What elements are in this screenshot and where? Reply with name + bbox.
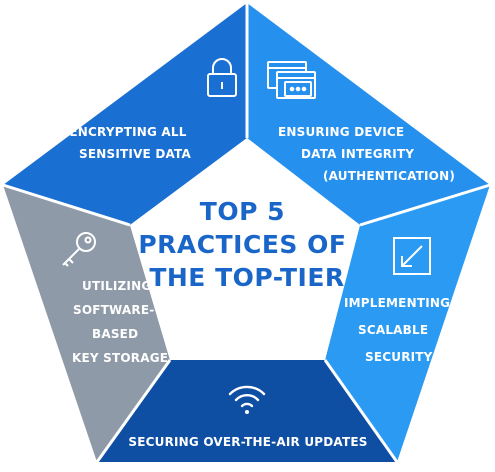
center-title: TOP 5 PRACTICES OF THE TOP-TIER bbox=[138, 197, 355, 292]
label-encrypting: ENCRYPTING ALL SENSITIVE DATA bbox=[69, 125, 191, 161]
center-pentagon bbox=[130, 138, 360, 360]
browser-windows-icon bbox=[267, 61, 316, 99]
label-implementing: IMPLEMENTING SCALABLE SECURITY bbox=[344, 296, 455, 364]
padlock-icon bbox=[207, 58, 237, 97]
wifi-icon bbox=[228, 385, 266, 414]
expand-arrow-icon bbox=[393, 237, 431, 275]
label-utilizing: UTILIZING SOFTWARE- BASED KEY STORAGE bbox=[72, 279, 168, 365]
label-ensuring: ENSURING DEVICE DATA INTEGRITY (AUTHENTI… bbox=[278, 125, 455, 183]
segment-ensuring bbox=[247, 3, 490, 225]
segment-implementing bbox=[325, 185, 490, 462]
segment-utilizing bbox=[3, 185, 170, 462]
key-icon bbox=[62, 232, 96, 267]
segment-encrypting bbox=[3, 3, 247, 225]
label-securing: SECURING OVER-THE-AIR UPDATES bbox=[128, 435, 367, 449]
segment-separators bbox=[2, 3, 491, 463]
